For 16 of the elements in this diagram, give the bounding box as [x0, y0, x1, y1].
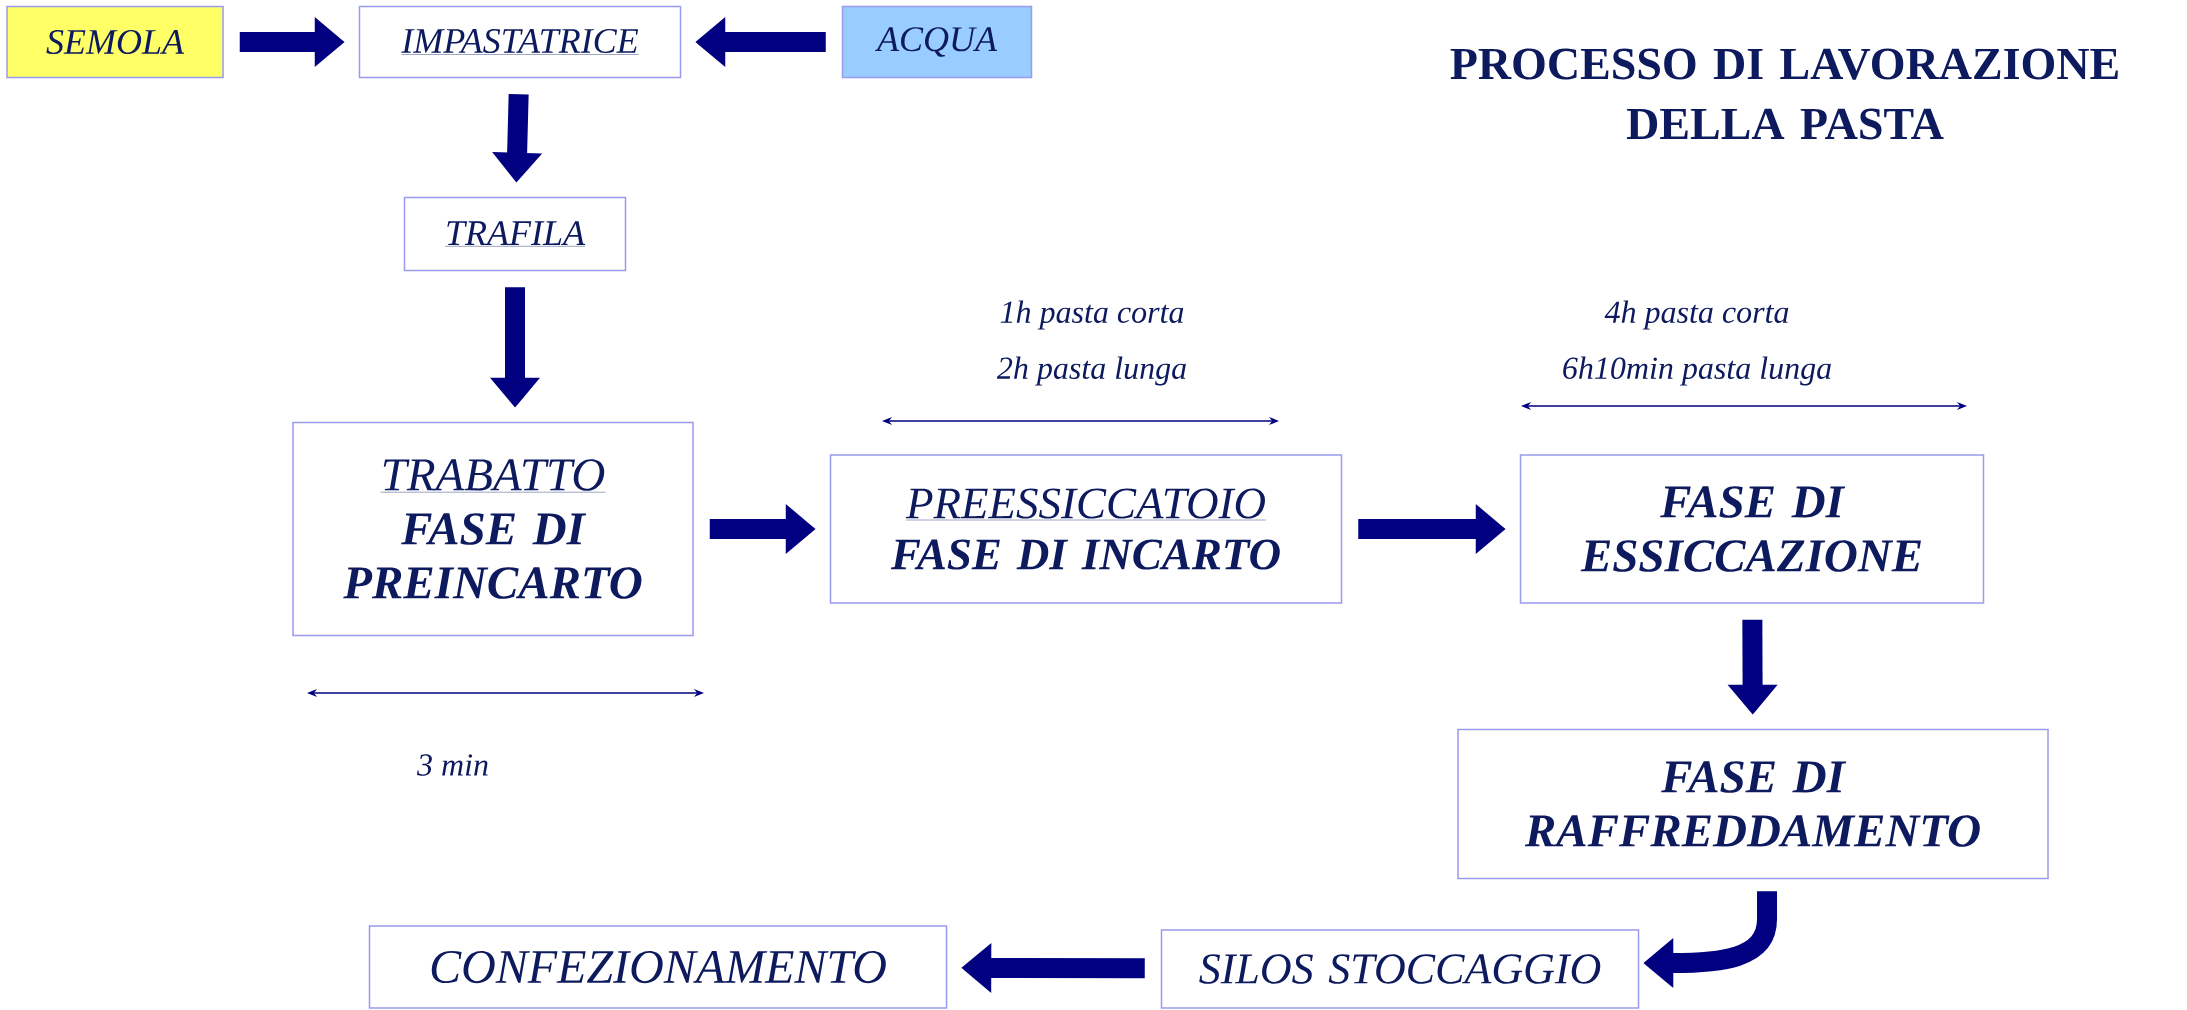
- process-box: IMPASTATRICE: [358, 5, 682, 79]
- duration-label: 2h pasta lunga: [996, 356, 1186, 386]
- duration-label: 6h10min pasta lunga: [1563, 356, 1831, 386]
- title: PROCESSO DI LAVORAZIONE DELLA PASTA: [1450, 48, 2118, 140]
- duration-label: 1h pasta corta: [1000, 300, 1184, 330]
- process-box: FASE DI ESSICCAZIONE: [1519, 454, 1985, 604]
- duration-label: 3 min: [416, 754, 488, 776]
- process-box: ACQUA: [841, 5, 1033, 79]
- process-box: CONFEZIONAMENTO: [368, 925, 948, 1009]
- process-box: FASE DI RAFFREDDAMENTO: [1457, 728, 2049, 880]
- process-box: TRABATTO FASE DI PREINCARTO: [292, 421, 694, 637]
- process-box: PREESSICCATOIO FASE DI INCARTO: [829, 454, 1343, 604]
- process-box: SILOS STOCCAGGIO: [1160, 929, 1640, 1009]
- duration-label: 4h pasta corta: [1604, 300, 1789, 330]
- process-box: TRAFILA: [403, 196, 627, 272]
- process-box: SEMOLA: [6, 5, 224, 79]
